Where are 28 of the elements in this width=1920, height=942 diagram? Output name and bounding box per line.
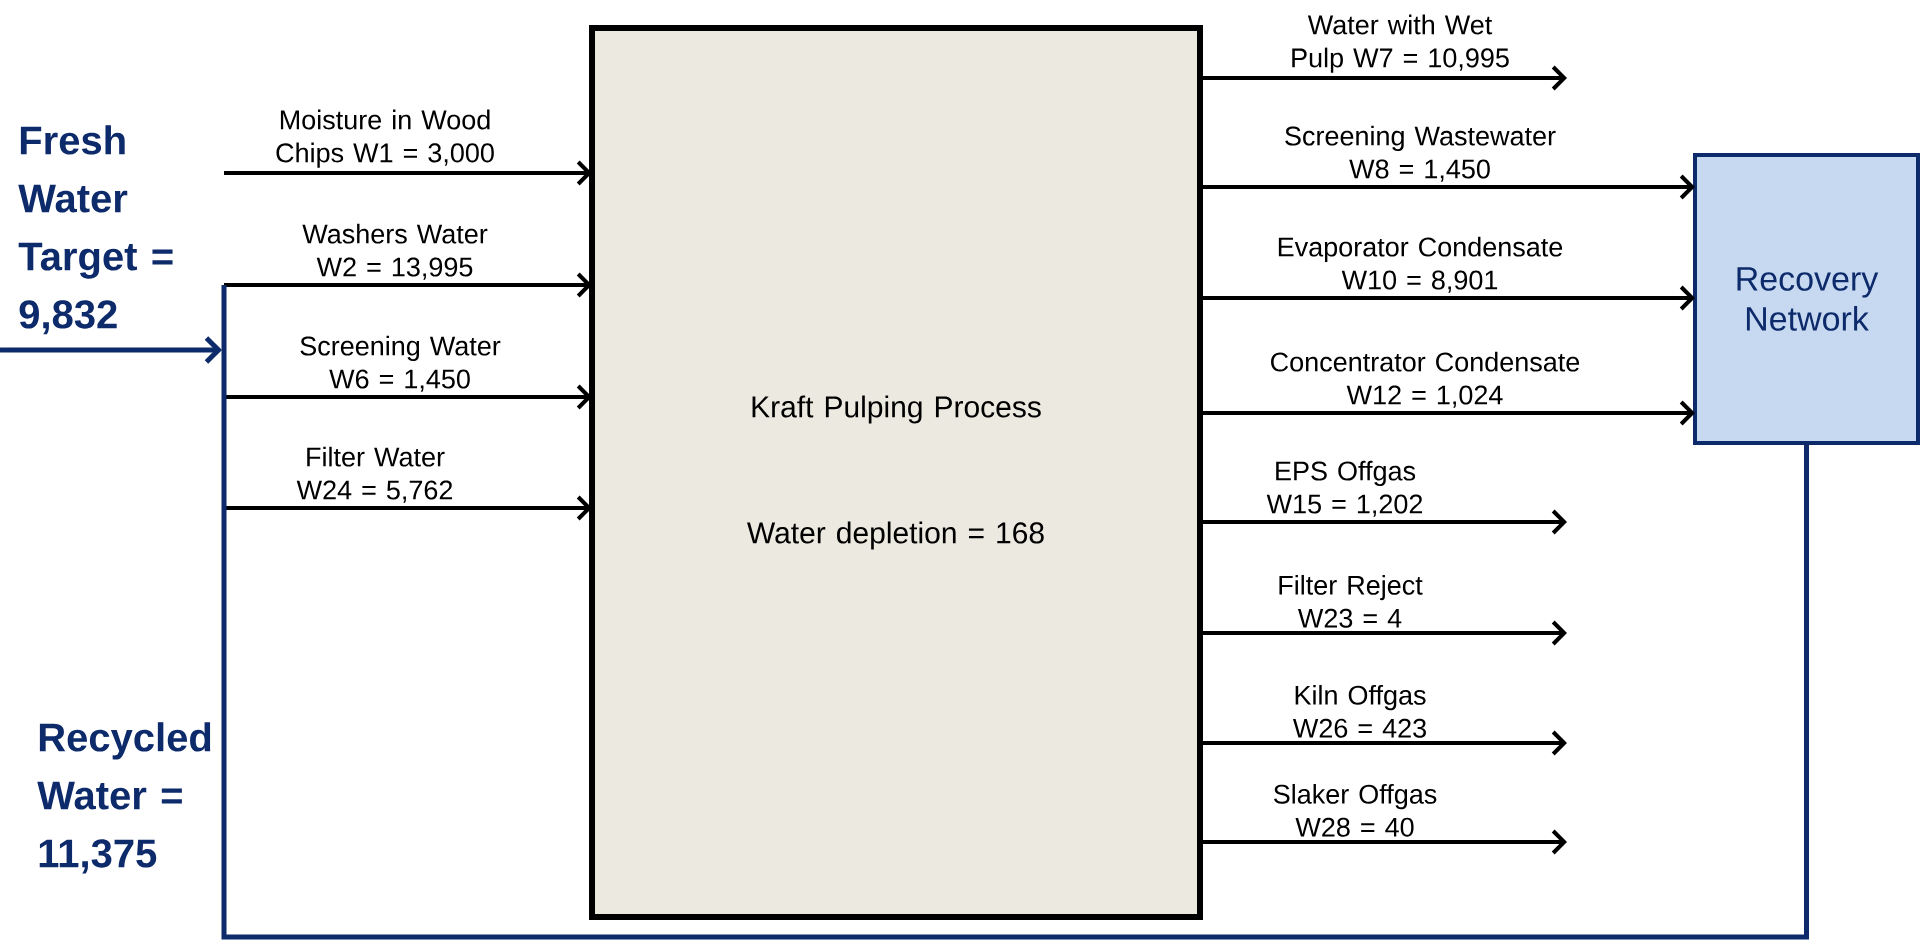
arrow xyxy=(224,495,592,521)
arrow xyxy=(1200,400,1695,426)
arrow xyxy=(224,160,592,186)
arrow xyxy=(1200,174,1695,200)
recovery-box: Recovery Network xyxy=(1693,153,1920,445)
process-box: Kraft Pulping Process Water depletion = 168 xyxy=(589,25,1203,920)
edge-label: EPS Offgas W15 = 1,202 xyxy=(1266,460,1423,517)
side-label: Fresh Water Target = 9,832 xyxy=(18,125,173,335)
edge-label: Concentrator Condensate W12 = 1,024 xyxy=(1271,351,1580,408)
edge-label: Washers Water W2 = 13,995 xyxy=(302,223,488,280)
arrow xyxy=(224,384,592,410)
edge-label: Slaker Offgas W28 = 40 xyxy=(1273,783,1437,837)
side-label: Recycled Water = 11,375 xyxy=(37,722,211,874)
edge-label: Moisture in Wood Chips W1 = 3,000 xyxy=(276,109,494,168)
arrow xyxy=(1200,829,1567,855)
edge-label: Screening Wastewater W8 = 1,450 xyxy=(1285,125,1556,182)
arrow xyxy=(1200,509,1567,535)
arrow xyxy=(1200,620,1567,646)
arrow xyxy=(1200,730,1567,756)
edge-label: Water with Wet Pulp W7 = 10,995 xyxy=(1292,14,1509,73)
edge-label: Filter Reject W23 = 4 xyxy=(1279,574,1423,628)
arrow xyxy=(1200,65,1567,91)
edge-label: Filter Water W24 = 5,762 xyxy=(296,446,453,503)
arrow xyxy=(1200,285,1695,311)
edge-label: Screening Water W6 = 1,450 xyxy=(300,335,501,392)
edge-label: Evaporator Condensate W10 = 8,901 xyxy=(1278,236,1563,293)
arrow xyxy=(224,272,592,298)
edge-label: Kiln Offgas W26 = 423 xyxy=(1292,684,1426,738)
